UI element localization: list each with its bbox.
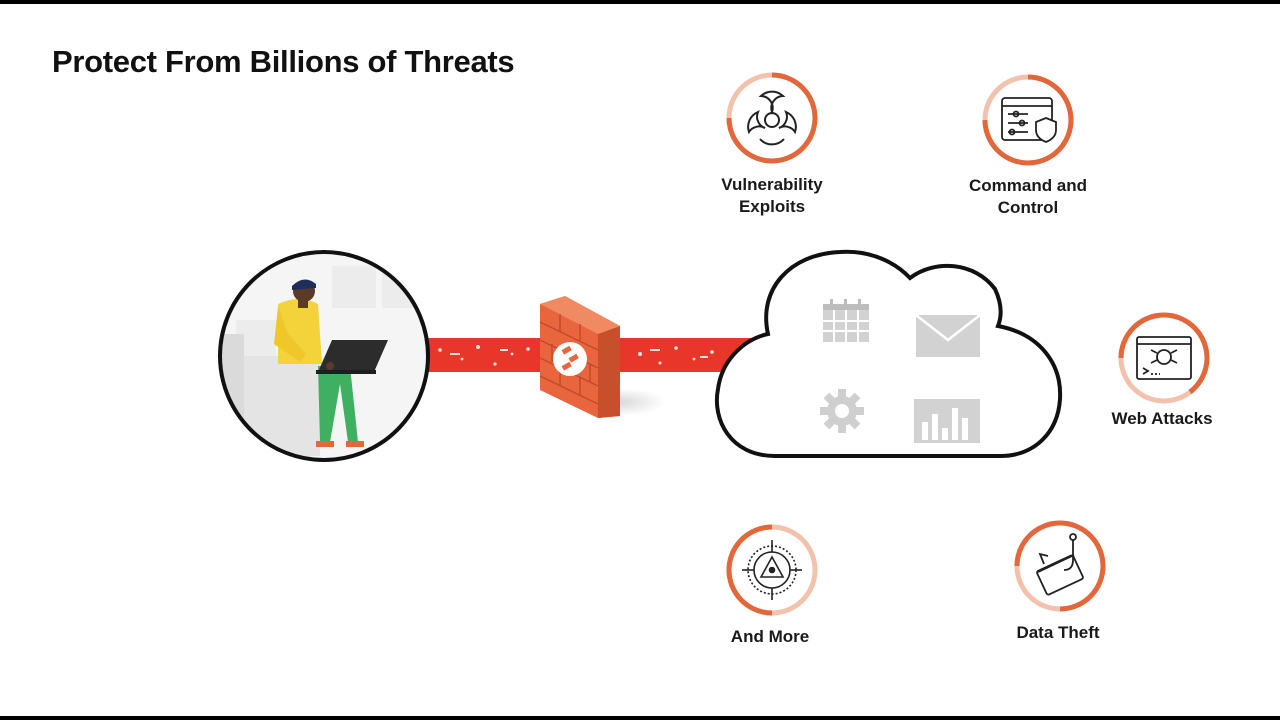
target-warning-icon [742, 540, 802, 600]
page-title: Protect From Billions of Threats [52, 44, 515, 79]
threat-label-vulnerability: Vulnerability Exploits [721, 175, 823, 216]
network-diagram [218, 72, 1210, 616]
biohazard-icon [747, 90, 797, 146]
bar-chart-icon [914, 399, 980, 443]
mail-icon [915, 314, 981, 357]
threat-label-data: Data Theft [1016, 623, 1100, 642]
threat-data [1014, 520, 1106, 612]
user-illustration [218, 250, 430, 462]
threat-web [1118, 312, 1210, 404]
gear-icon [820, 389, 864, 433]
threat-vulnerability [726, 72, 818, 164]
threat-label-web: Web Attacks [1111, 409, 1213, 428]
threat-label-command: Command and Control [968, 176, 1088, 217]
settings-shield-icon [1001, 97, 1057, 143]
calendar-icon [823, 299, 869, 342]
cloud [714, 249, 1063, 458]
phishing-card-icon [1036, 533, 1084, 596]
slide: Protect From Billions of Threats [0, 4, 1280, 716]
firewall [539, 296, 666, 418]
threat-command [982, 74, 1074, 166]
threat-more [726, 524, 818, 616]
browser-bug-icon [1136, 336, 1192, 380]
threat-label-more: And More [730, 627, 810, 646]
firewall-logo [553, 342, 587, 376]
